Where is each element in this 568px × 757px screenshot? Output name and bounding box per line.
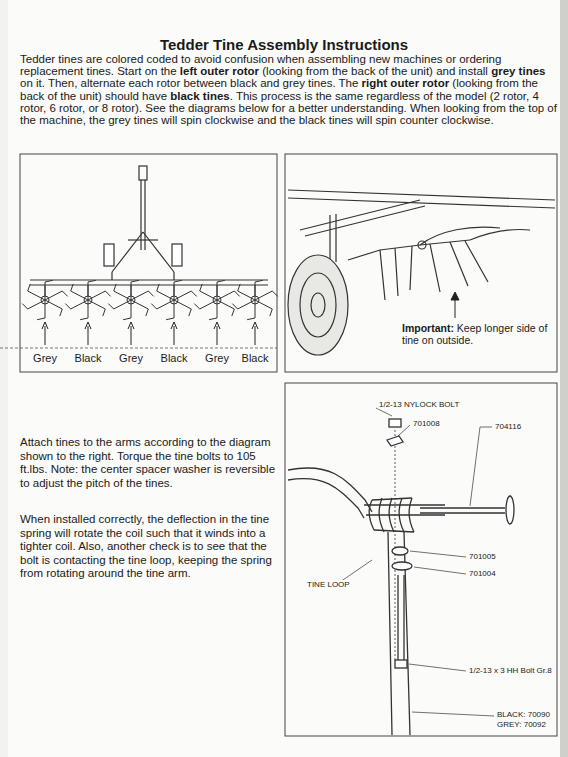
paragraph: Tedder tines are colored coded to avoid …: [20, 53, 557, 126]
paragraph: When installed correctly, the deflection…: [20, 513, 278, 581]
rotor-color-label: Grey: [118, 352, 144, 364]
rotor-color-label: Black: [74, 352, 103, 364]
rotor-color-label: Grey: [32, 352, 58, 364]
instruction-text: black tines: [170, 90, 229, 102]
part-number: 701005: [468, 552, 497, 561]
part-callout: 1/2-13 NYLOCK BOLT: [378, 400, 460, 409]
part-number: GREY: 70092: [496, 720, 547, 729]
part-callout: 1/2-13 x 3 HH Bolt Gr.8: [468, 666, 553, 675]
instruction-text: When installed correctly, the deflection…: [20, 513, 272, 579]
instruction-text: Attach tines to the arms according to th…: [20, 436, 275, 489]
page-title: Tedder Tine Assembly Instructions: [0, 36, 568, 53]
instruction-text: (looking from the back of the unit) and …: [262, 65, 488, 77]
paragraph: Attach tines to the arms according to th…: [20, 436, 278, 490]
rotor-color-label: Grey: [204, 352, 230, 364]
instruction-text: grey tines: [491, 65, 545, 77]
rotor-color-label: Black: [160, 352, 189, 364]
paragraph: Important: Keep longer side of tine on o…: [402, 322, 552, 346]
part-callout: TINE LOOP: [306, 580, 351, 589]
part-number: 704116: [494, 422, 522, 431]
instruction-text: right outer rotor: [362, 77, 450, 89]
instruction-text: on it. Then, alternate each rotor betwee…: [20, 77, 358, 89]
instruction-text: left outer rotor: [180, 65, 259, 77]
rotor-color-label: Black: [241, 352, 270, 364]
instruction-text: Important:: [402, 322, 454, 334]
part-number: 701008: [412, 419, 441, 428]
part-number: 701004: [468, 569, 497, 578]
part-number: BLACK: 70090: [496, 710, 551, 719]
